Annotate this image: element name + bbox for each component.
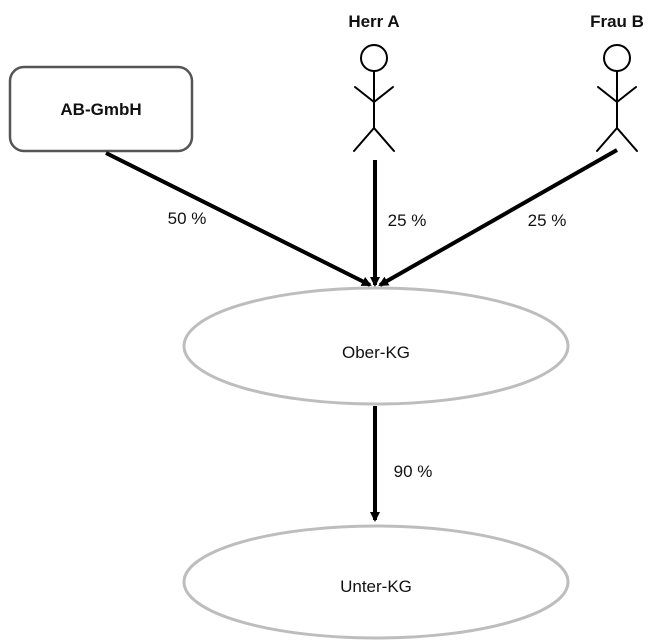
edge-share-label: 90 % xyxy=(394,462,433,481)
person-b-icon xyxy=(596,44,638,152)
edge-line xyxy=(105,151,372,287)
node-ab-gmbh: AB-GmbH xyxy=(8,65,194,153)
node-frau-b: Frau B xyxy=(590,12,644,152)
company-label: AB-GmbH xyxy=(60,100,141,119)
edge-ober-kg-to-unter-kg: 90 % xyxy=(370,406,433,522)
edge-share-label: 25 % xyxy=(388,211,427,230)
edge-herr-a-to-ober-kg: 25 % xyxy=(370,160,427,287)
edge-share-label: 25 % xyxy=(528,211,567,230)
edge-ab-gmbh-to-ober-kg: 50 % xyxy=(105,151,372,287)
company-box xyxy=(8,65,194,153)
unter-kg-label: Unter-KG xyxy=(340,577,412,596)
ober-kg-label: Ober-KG xyxy=(342,343,410,362)
unter-kg-ellipse xyxy=(182,524,570,640)
person-b-label: Frau B xyxy=(590,12,644,31)
ober-kg-ellipse xyxy=(182,286,570,406)
edge-line xyxy=(378,148,618,287)
edge-frau-b-to-ober-kg: 25 % xyxy=(378,148,618,287)
node-unter-kg: Unter-KG xyxy=(182,524,570,640)
node-ober-kg: Ober-KG xyxy=(182,286,570,406)
person-a-icon xyxy=(353,44,395,152)
node-herr-a: Herr A xyxy=(348,12,400,152)
person-a-label: Herr A xyxy=(348,12,399,31)
edge-share-label: 50 % xyxy=(168,209,207,228)
